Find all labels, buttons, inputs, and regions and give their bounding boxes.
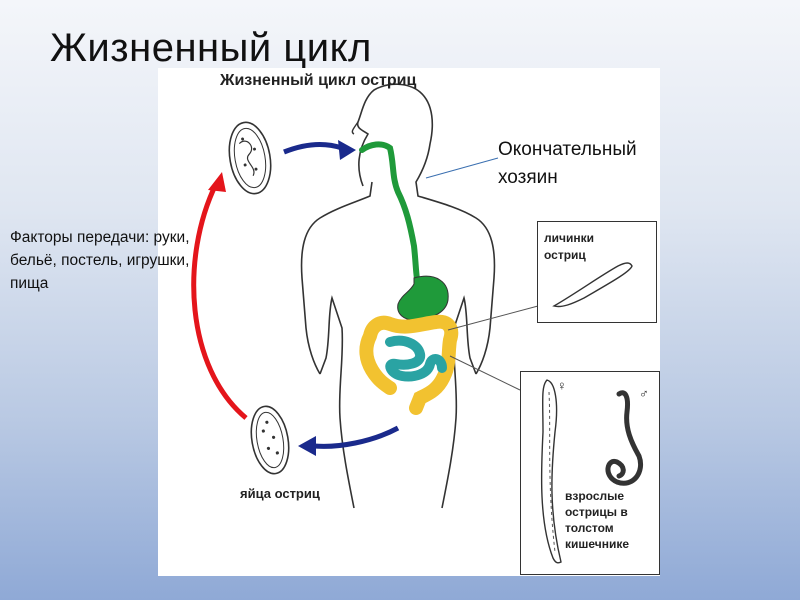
stomach — [397, 275, 449, 321]
blue-arrow-ingestion — [283, 142, 343, 155]
esophagus — [359, 141, 421, 287]
red-arrowhead — [208, 172, 226, 192]
larva-icon — [552, 262, 633, 308]
male-worm-icon — [605, 390, 643, 486]
eggs-label: яйца остриц — [240, 486, 320, 501]
larvae-label: личинки остриц — [544, 231, 594, 262]
red-transmission-arrow — [191, 182, 248, 420]
larvae-box: личинки остриц — [537, 221, 657, 323]
small-intestine — [385, 335, 447, 382]
lifecycle-illustration — [191, 83, 539, 509]
adult-worms-icon — [540, 379, 643, 564]
slide-title: Жизненный цикл — [50, 26, 372, 70]
blue-arrow-excretion — [313, 425, 400, 449]
definitive-host-label: Окончательный хозяин — [498, 139, 637, 188]
large-intestine — [359, 314, 459, 415]
female-symbol: ♀ — [557, 378, 567, 393]
female-worm-icon — [540, 379, 562, 564]
egg-bottom — [250, 405, 290, 475]
male-symbol: ♂ — [639, 386, 649, 401]
human-silhouette — [300, 83, 496, 509]
pointer-line-larvae — [447, 305, 539, 331]
diagram-title: Жизненный цикл остриц — [220, 72, 417, 89]
transmission-factors-label: Факторы передачи: руки, бельё, постель, … — [10, 229, 190, 292]
pointer-line-host — [425, 157, 499, 179]
adults-box: ♀ ♂ взрослые острицы в толстом кишечнике — [520, 371, 660, 575]
adults-label: взрослые острицы в толстом кишечнике — [565, 489, 630, 551]
egg-top — [228, 121, 272, 195]
pointer-line-adults — [449, 355, 521, 391]
